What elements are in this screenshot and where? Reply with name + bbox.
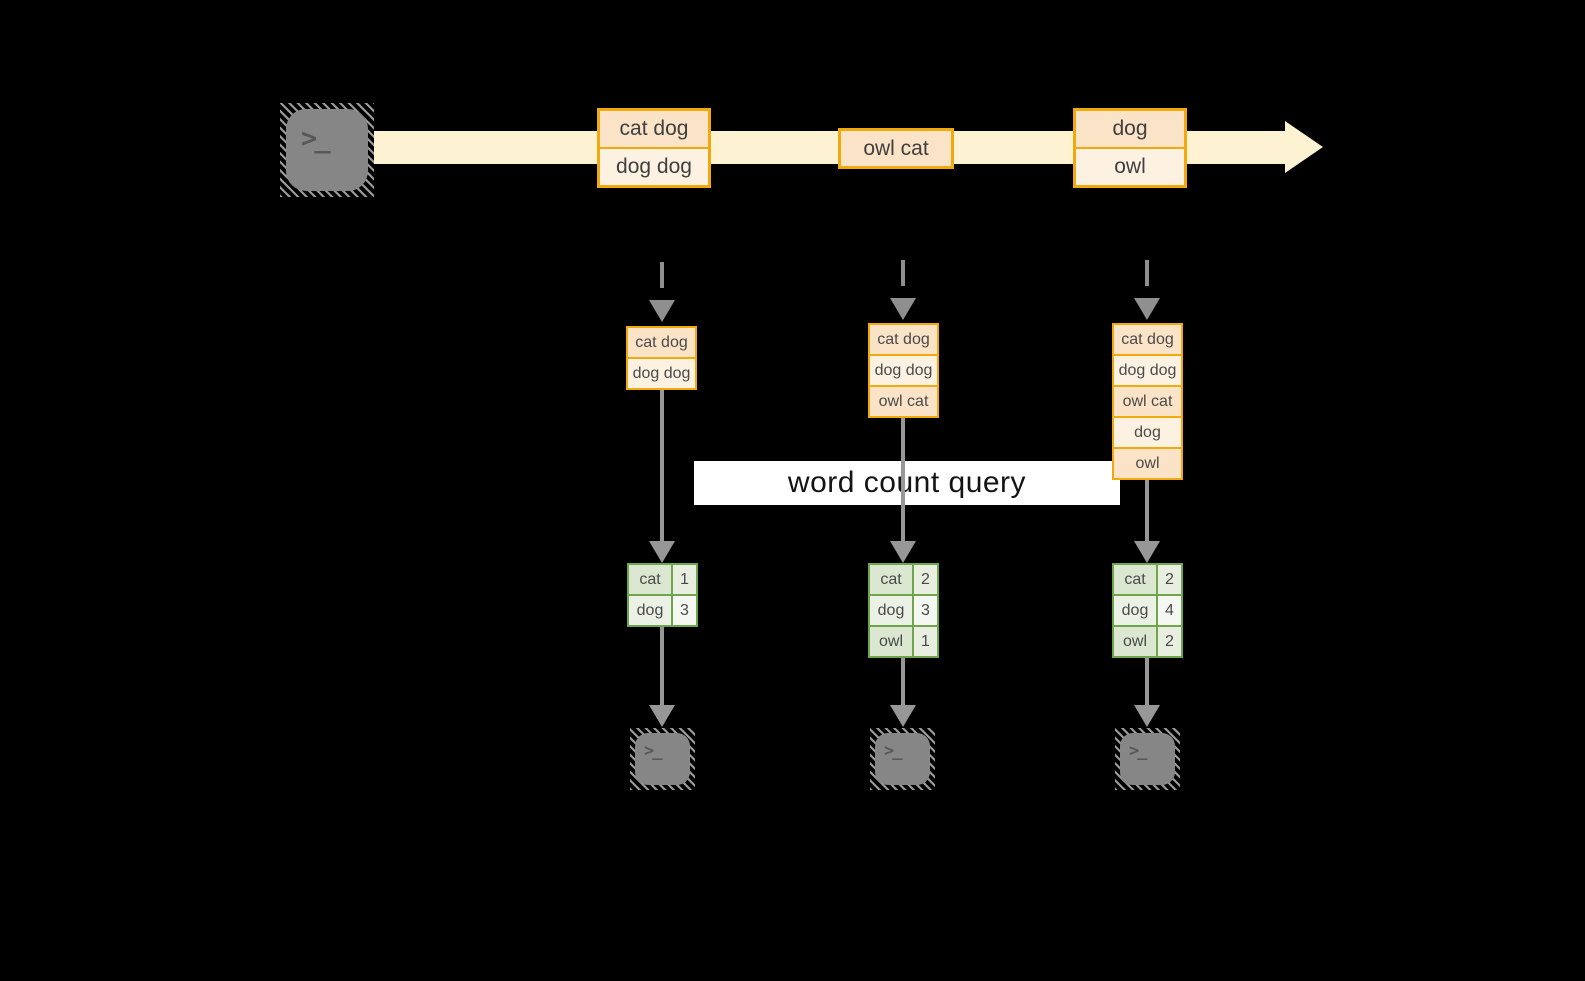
count-word: owl [1114, 627, 1156, 656]
count-table-3: cat 2 dog 4 owl 2 [1112, 563, 1183, 658]
count-value: 2 [1158, 565, 1181, 594]
dashed-arrowhead-icon [649, 300, 675, 322]
dashed-arrowhead-icon [890, 298, 916, 320]
count-word: cat [1114, 565, 1156, 594]
record-line: owl cat [841, 131, 951, 166]
buffer-line: cat dog [1114, 325, 1181, 354]
count-word: cat [629, 565, 671, 594]
count-row: dog 4 [1114, 596, 1181, 625]
stream-record-2: owl cat [838, 128, 954, 169]
count-value: 1 [914, 627, 937, 656]
sink-terminal-icon-1: >_ [630, 728, 695, 790]
terminal-prompt-glyph: >_ [1129, 741, 1148, 761]
stream-record-3: dog owl [1073, 108, 1187, 188]
flow-arrowhead-icon [649, 541, 675, 563]
terminal-prompt-glyph: >_ [301, 123, 330, 154]
buffer-line: dog [1114, 418, 1181, 447]
count-row: owl 2 [1114, 627, 1181, 656]
terminal-screen: >_ [1120, 733, 1175, 785]
flow-arrow-line [660, 627, 664, 709]
count-row: dog 3 [629, 596, 696, 625]
flow-arrow-line [1145, 480, 1149, 545]
terminal-prompt-glyph: >_ [884, 741, 903, 761]
count-table-2: cat 2 dog 3 owl 1 [868, 563, 939, 658]
record-line: dog dog [600, 149, 708, 185]
count-value: 4 [1158, 596, 1181, 625]
terminal-screen: >_ [635, 733, 690, 785]
dashed-arrow-line [901, 260, 905, 286]
count-word: dog [870, 596, 912, 625]
dashed-arrow-line [660, 262, 664, 288]
stream-record-1: cat dog dog dog [597, 108, 711, 188]
count-row: owl 1 [870, 627, 937, 656]
count-table-1: cat 1 dog 3 [627, 563, 698, 627]
buffer-line: cat dog [870, 325, 937, 354]
buffer-stack-1: cat dog dog dog [626, 326, 697, 390]
count-row: cat 1 [629, 565, 696, 594]
buffer-line: owl cat [870, 387, 937, 416]
query-label-band: word count query [694, 461, 1120, 505]
buffer-line: owl [1114, 449, 1181, 478]
stream-arrowhead-icon [1285, 121, 1323, 173]
sink-terminal-icon-2: >_ [870, 728, 935, 790]
count-word: cat [870, 565, 912, 594]
count-word: dog [1114, 596, 1156, 625]
buffer-line: dog dog [1114, 356, 1181, 385]
sink-terminal-icon-3: >_ [1115, 728, 1180, 790]
dashed-arrowhead-icon [1134, 298, 1160, 320]
count-value: 1 [673, 565, 696, 594]
record-line: cat dog [600, 111, 708, 147]
flow-arrow-line [1145, 658, 1149, 709]
terminal-screen: >_ [875, 733, 930, 785]
buffer-stack-3: cat dog dog dog owl cat dog owl [1112, 323, 1183, 480]
count-row: cat 2 [870, 565, 937, 594]
query-label: word count query [787, 466, 1027, 499]
count-word: owl [870, 627, 912, 656]
flow-arrowhead-icon [1134, 705, 1160, 727]
count-row: dog 3 [870, 596, 937, 625]
record-line: dog [1076, 111, 1184, 147]
flow-arrowhead-icon [649, 705, 675, 727]
count-value: 2 [914, 565, 937, 594]
flow-arrow-line [660, 390, 664, 545]
buffer-line: cat dog [628, 328, 695, 357]
buffer-line: owl cat [1114, 387, 1181, 416]
flow-arrowhead-icon [890, 541, 916, 563]
flow-arrow-line [901, 658, 905, 709]
terminal-screen: >_ [286, 109, 368, 191]
dashed-arrow-line [1145, 260, 1149, 286]
flow-arrow-line [901, 418, 905, 545]
count-value: 3 [914, 596, 937, 625]
count-row: cat 2 [1114, 565, 1181, 594]
buffer-stack-2: cat dog dog dog owl cat [868, 323, 939, 418]
source-terminal-icon: >_ [280, 103, 374, 197]
buffer-line: dog dog [870, 356, 937, 385]
count-value: 3 [673, 596, 696, 625]
count-word: dog [629, 596, 671, 625]
flow-arrowhead-icon [1134, 541, 1160, 563]
count-value: 2 [1158, 627, 1181, 656]
record-line: owl [1076, 149, 1184, 185]
buffer-line: dog dog [628, 359, 695, 388]
terminal-prompt-glyph: >_ [644, 741, 663, 761]
flow-arrowhead-icon [890, 705, 916, 727]
